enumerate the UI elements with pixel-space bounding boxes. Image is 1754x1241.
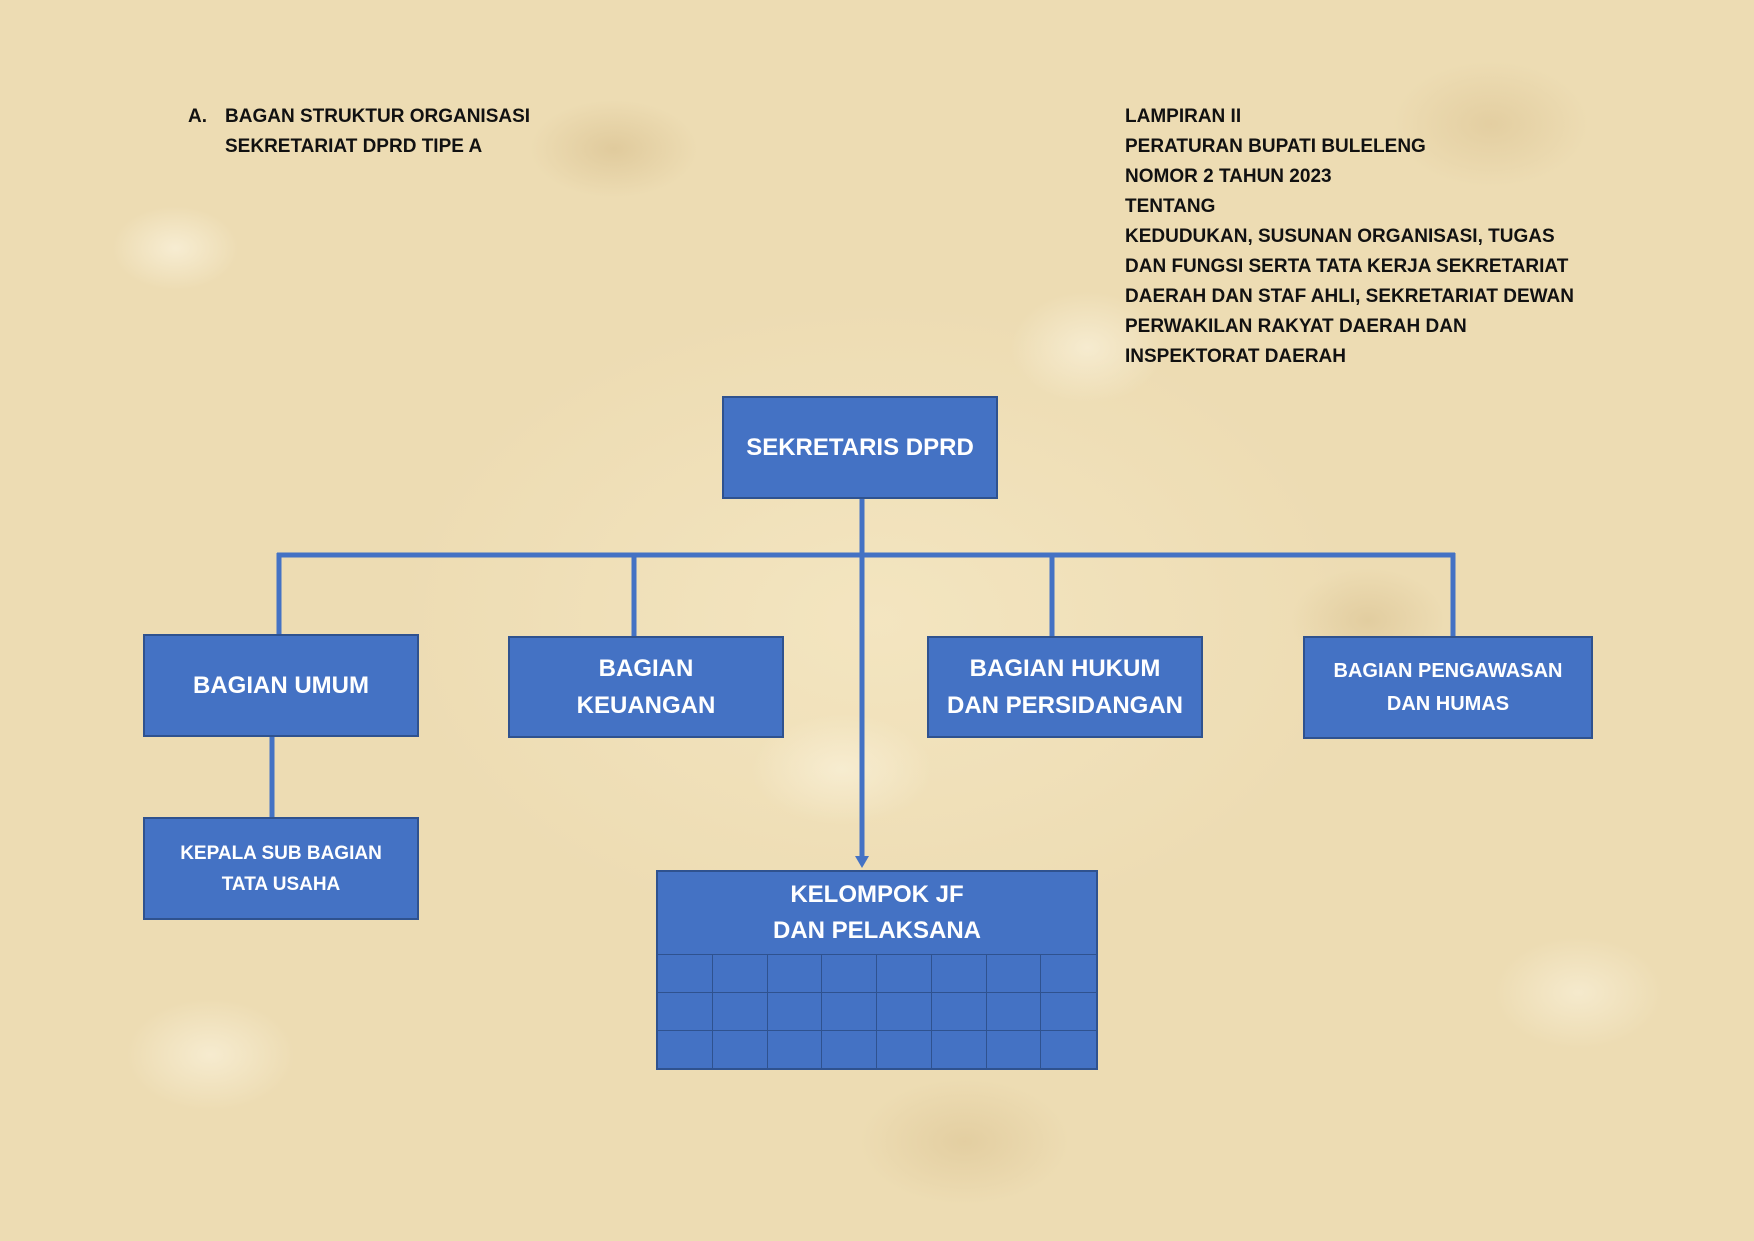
lampiran-line: DAERAH DAN STAF AHLI, SEKRETARIAT DEWAN [1125, 286, 1574, 307]
bagian-pengawasan-label-2: DAN HUMAS [1386, 692, 1510, 715]
grid-cell [822, 993, 877, 1031]
kasubag-label-2: TATA USAHA [221, 873, 341, 895]
kelompok-jf-label-1: KELOMPOK JF [790, 881, 964, 908]
kelompok-jf-box: KELOMPOK JF DAN PELAKSANA [656, 870, 1098, 1070]
grid-cell [768, 1031, 823, 1069]
lampiran-line: PERATURAN BUPATI BULELENG [1125, 136, 1426, 157]
grid-cell [987, 1031, 1042, 1069]
grid-cell [767, 993, 823, 1031]
bagian-hukum-box: BAGIAN HUKUM DAN PERSIDANGAN [927, 636, 1203, 738]
arrowhead-kelompok [855, 856, 869, 868]
grid-cell [1041, 955, 1096, 993]
sekretaris-dprd-box: SEKRETARIS DPRD [722, 396, 998, 499]
kelompok-jf-header: KELOMPOK JF DAN PELAKSANA [658, 872, 1096, 954]
chart-title-line-1: BAGAN STRUKTUR ORGANISASI [225, 106, 531, 127]
bagian-pengawasan-box: BAGIAN PENGAWASAN DAN HUMAS [1303, 636, 1593, 739]
chart-title-line-2: SEKRETARIAT DPRD TIPE A [225, 136, 483, 157]
kasubag-label-1: KEPALA SUB BAGIAN [180, 842, 382, 864]
grid-cell [658, 993, 713, 1031]
grid-cell [713, 1031, 768, 1069]
lampiran-block: LAMPIRAN II PERATURAN BUPATI BULELENG NO… [1125, 102, 1574, 372]
sekretaris-dprd-label: SEKRETARIS DPRD [746, 433, 974, 461]
grid-cell [877, 955, 932, 993]
section-marker: A. [188, 106, 207, 127]
lampiran-line: NOMOR 2 TAHUN 2023 [1125, 166, 1332, 187]
grid-cell [1041, 993, 1096, 1031]
bagian-keuangan-label-1: BAGIAN [598, 655, 694, 682]
grid-cell [712, 993, 768, 1031]
grid-cell [877, 993, 932, 1031]
kelompok-jf-label-2: DAN PELAKSANA [772, 917, 981, 944]
pelaksana-grid [658, 954, 1096, 1069]
grid-cell [767, 955, 823, 993]
grid-cell [822, 1031, 877, 1069]
bagian-umum-box: BAGIAN UMUM [143, 634, 419, 737]
grid-cell [658, 955, 713, 993]
lampiran-line: KEDUDUKAN, SUSUNAN ORGANISASI, TUGAS [1125, 226, 1555, 247]
grid-cell [712, 955, 768, 993]
kasubag-tata-usaha-box: KEPALA SUB BAGIAN TATA USAHA [143, 817, 419, 920]
bagian-pengawasan-label-1: BAGIAN PENGAWASAN [1333, 659, 1563, 682]
bagian-keuangan-label-2: KEUANGAN [576, 692, 716, 719]
bagian-umum-label: BAGIAN UMUM [193, 671, 369, 699]
bagian-hukum-label-2: DAN PERSIDANGAN [946, 692, 1183, 719]
grid-cell [1041, 1031, 1096, 1069]
grid-cell [877, 1031, 932, 1069]
lampiran-line: TENTANG [1125, 196, 1216, 217]
grid-cell [658, 1031, 713, 1069]
bagian-hukum-label-1: BAGIAN HUKUM [969, 655, 1161, 682]
bagian-keuangan-box: BAGIAN KEUANGAN [508, 636, 784, 738]
lampiran-line: INSPEKTORAT DAERAH [1125, 346, 1346, 367]
lampiran-line: DAN FUNGSI SERTA TATA KERJA SEKRETARIAT [1125, 256, 1569, 277]
grid-cell [932, 1031, 987, 1069]
grid-cell [986, 955, 1042, 993]
grid-cell [822, 955, 877, 993]
grid-cell [986, 993, 1042, 1031]
grid-cell [931, 993, 987, 1031]
chart-title-block: A. BAGAN STRUKTUR ORGANISASI SEKRETARIAT… [188, 102, 530, 162]
grid-cell [931, 955, 987, 993]
lampiran-line: LAMPIRAN II [1125, 106, 1242, 127]
lampiran-line: PERWAKILAN RAKYAT DAERAH DAN [1125, 316, 1467, 337]
